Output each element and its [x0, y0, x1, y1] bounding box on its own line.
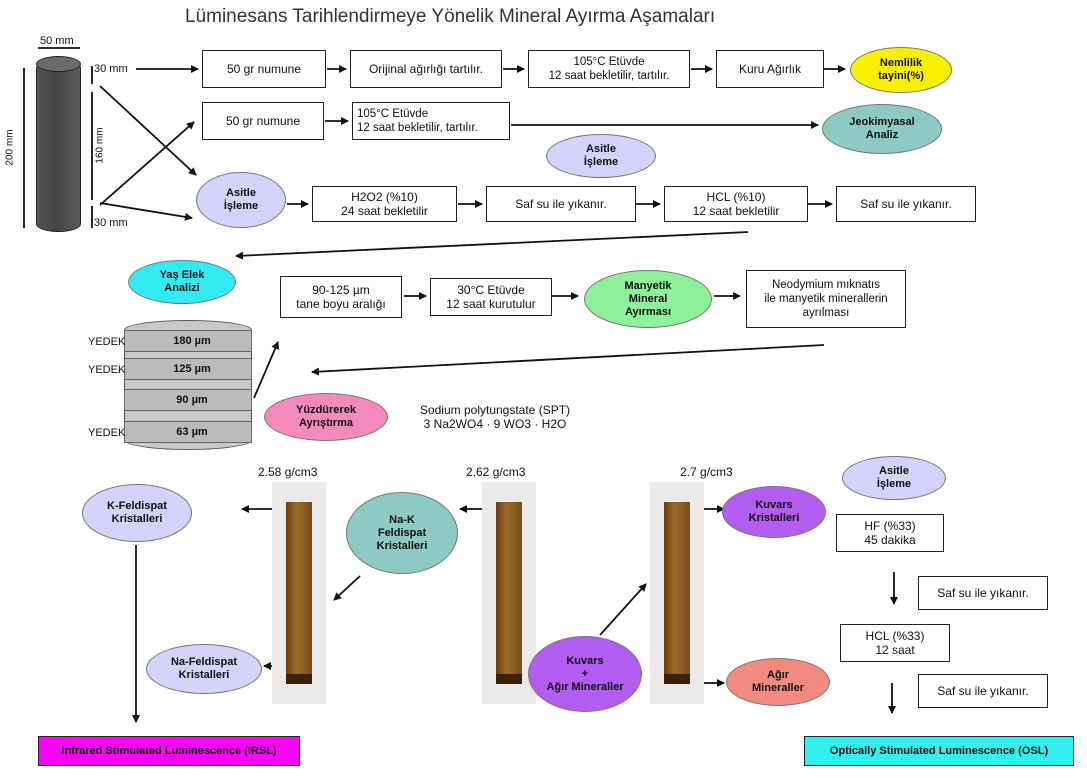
- hcl-33-box: HCL (%33) 12 saat: [840, 624, 950, 662]
- row2-sample-box: 50 gr numune: [202, 102, 324, 140]
- core-top-ellipse: [36, 56, 81, 72]
- row1-dry-box: Kuru Ağırlık: [716, 50, 824, 88]
- heavy-minerals-oval: Ağır Mineraller: [726, 658, 830, 706]
- core-width-label: 50 mm: [40, 35, 74, 47]
- neodymium-box: Neodymium mıknatıs ile manyetik minerall…: [746, 270, 906, 328]
- na-k-feldspar-oval: Na-K Feldispat Kristalleri: [346, 492, 458, 574]
- sieve-63: 63 µm: [124, 421, 252, 443]
- geochem-oval: Jeokimyasal Analiz: [822, 104, 942, 154]
- density-2: 2.62 g/cm3: [466, 465, 526, 479]
- spare-label-1: YEDEK: [88, 336, 126, 348]
- k-feldspar-oval: K-Feldispat Kristalleri: [82, 484, 192, 542]
- osl-wash-box-2: Saf su ile yıkanır.: [918, 674, 1048, 708]
- acid-oval-top: Asitle İşleme: [546, 134, 656, 178]
- sieve-125: 125 µm: [124, 358, 252, 380]
- hf-box: HF (%33) 45 dakika: [836, 514, 944, 552]
- irsl-output: Infrared Stimulated Luminescence (IRSL): [38, 736, 300, 766]
- wash-box-1: Saf su ile yıkanır.: [486, 186, 636, 222]
- osl-output: Optically Stimulated Luminescence (OSL): [804, 736, 1074, 766]
- wash-box-2: Saf su ile yıkanır.: [836, 186, 976, 222]
- quartz-oval: Kuvars Kristalleri: [722, 486, 826, 538]
- row1-weigh-box: Orijinal ağırlığı tartılır.: [350, 50, 502, 88]
- na-feldspar-oval: Na-Feldispat Kristalleri: [146, 644, 262, 694]
- core-height-label: 200 mm: [4, 129, 16, 166]
- quartz-heavy-oval: Kuvars + Ağır Mineraller: [528, 636, 642, 712]
- row1-sample-box: 50 gr numune: [202, 50, 326, 88]
- moisture-oval: Nemlilik tayini(%): [850, 47, 952, 93]
- acid-oval-osl: Asitle İşleme: [842, 456, 946, 500]
- grain-range-box: 90-125 µm tane boyu aralığı: [280, 276, 402, 318]
- core-top-label: 30 mm: [94, 63, 128, 75]
- tube-photo-3: [650, 482, 704, 704]
- density-3: 2.7 g/cm3: [680, 465, 733, 479]
- flotation-oval: Yüzdürerek Ayrıştırma: [264, 393, 388, 441]
- density-1: 2.58 g/cm3: [258, 465, 318, 479]
- tube-photo-2: [482, 482, 536, 704]
- spare-label-2: YEDEK: [88, 364, 126, 376]
- acid-oval: Asitle İşleme: [196, 172, 286, 228]
- row2-oven-box: 105°C Etüvde 12 saat bekletilir, tartılı…: [352, 102, 510, 140]
- sieve-180: 180 µm: [124, 330, 252, 352]
- row1-oven-box: 105°C Etüvde 12 saat bekletilir, tartılı…: [528, 50, 690, 88]
- sieve-stack: 180 µm 125 µm 90 µm 63 µm: [124, 320, 252, 450]
- osl-wash-box-1: Saf su ile yıkanır.: [918, 576, 1048, 610]
- hcl-box: HCL (%10) 12 saat bekletilir: [664, 186, 808, 222]
- spt-box: Sodium polytungstate (SPT) 3 Na2WO4 · 9 …: [412, 396, 578, 438]
- sieve-analysis-oval: Yaş Elek Analizi: [128, 260, 236, 304]
- magnetic-oval: Manyetik Mineral Ayırması: [584, 270, 712, 328]
- oven-30-box: 30°C Etüvde 12 saat kurutulur: [430, 278, 552, 316]
- sediment-core: [36, 60, 81, 232]
- spare-label-3: YEDEK: [88, 427, 126, 439]
- core-middle-label: 160 mm: [94, 127, 106, 164]
- diagram-title: Lüminesans Tarihlendirmeye Yönelik Miner…: [185, 6, 716, 27]
- tube-photo-1: [272, 482, 326, 704]
- h2o2-box: H2O2 (%10) 24 saat bekletilir: [312, 186, 457, 222]
- sieve-90: 90 µm: [124, 389, 252, 411]
- core-bottom-label: 30 mm: [94, 217, 128, 229]
